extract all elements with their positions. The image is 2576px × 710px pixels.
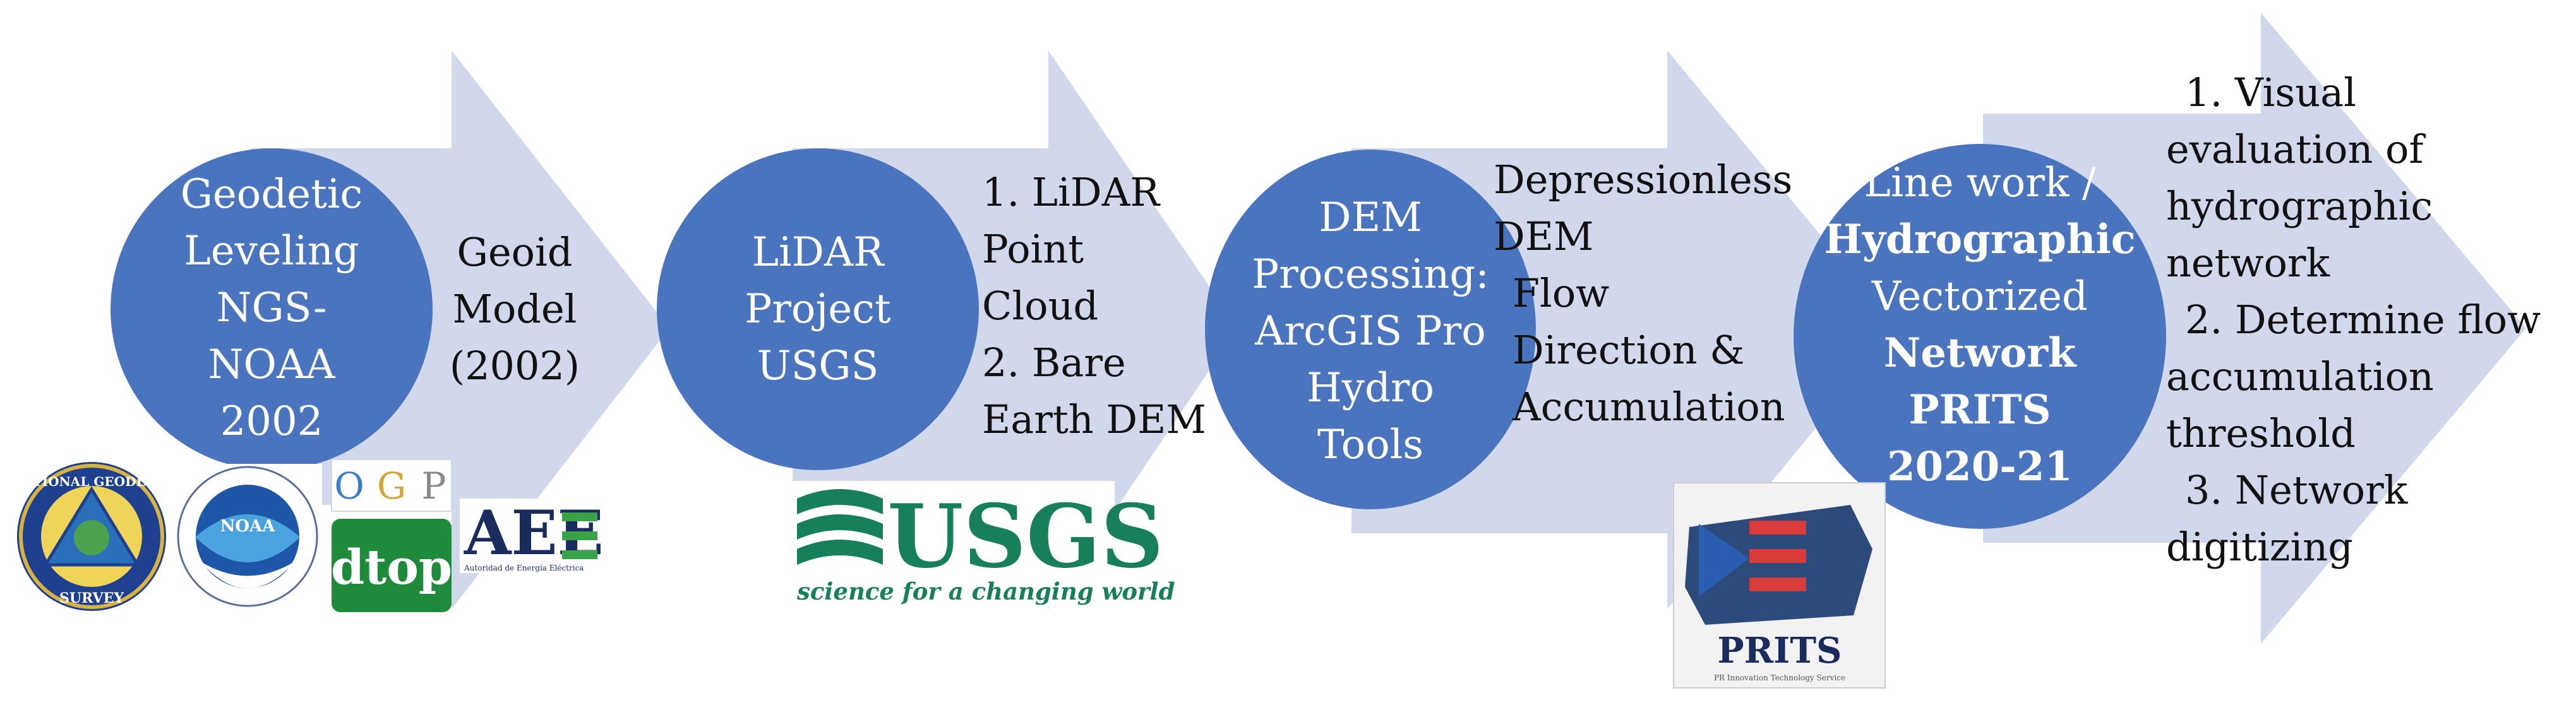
output4-line: network (2166, 240, 2330, 286)
circle1-line: Leveling (184, 228, 359, 275)
circle-geodetic-leveling-label: Geodetic Leveling NGS- NOAA 2002 (145, 166, 398, 450)
circle-dem-processing (1205, 150, 1536, 509)
circle4-line: PRITS (1908, 386, 2051, 434)
output4-line: 1. Visual (2185, 69, 2356, 115)
ogp-logo: O G P (331, 459, 452, 512)
output2-line: Cloud (982, 283, 1099, 329)
circle3-line: ArcGIS Pro (1255, 308, 1486, 355)
circle3-line: Processing: (1252, 251, 1489, 298)
arrow-4 (1983, 13, 2526, 644)
ngs-logo-survey-text: SURVEY (59, 590, 124, 606)
noaa-logo: NOAA (174, 464, 322, 612)
dtop-logo: dtop (331, 519, 452, 612)
output1-line: (2002) (449, 343, 580, 389)
output3-line: DEM (1494, 213, 1594, 259)
circle4-line: Vectorized (1872, 273, 2088, 320)
circle2-line: USGS (757, 343, 879, 389)
circle3-line: Hydro (1306, 365, 1435, 411)
usgs-logo: USGS science for a changing world (789, 481, 1175, 607)
arrow-3 (1351, 50, 1898, 609)
circle-geodetic-leveling (111, 148, 433, 470)
aee-logo-caption: Autoridad de Energía Eléctrica (464, 564, 584, 572)
circle-dem-processing-label: DEM Processing: ArcGIS Pro Hydro Tools (1216, 189, 1525, 473)
circle1-line: 2002 (220, 398, 323, 445)
output2-line: 1. LiDAR (982, 169, 1160, 215)
output3-line: Depressionless (1494, 157, 1793, 203)
ogp-g: G (377, 464, 406, 507)
output4-line: accumulation (2166, 353, 2434, 399)
circle3-line: Tools (1317, 422, 1424, 468)
output2-line: Point (982, 226, 1084, 272)
output3-line: Flow (1513, 270, 1610, 316)
output2-line: Earth DEM (982, 396, 1206, 442)
circle1-line: NOAA (208, 341, 335, 388)
output4-line: 3. Network (2185, 467, 2408, 513)
circle-lidar-project-label: LiDAR Project USGS (701, 224, 935, 394)
circle4-line: Network (1883, 329, 2076, 377)
circle4-line: 2020-21 (1887, 443, 2073, 490)
circle4-line: Hydrographic (1824, 216, 2136, 263)
output4-line: digitizing (2166, 524, 2353, 570)
circle-lidar-project (657, 148, 979, 470)
ogp-o: O (334, 464, 364, 507)
output1-line: Geoid (457, 229, 573, 275)
output4-line: evaluation of (2166, 126, 2424, 172)
prits-logo-caption: PR Innovation Technology Service (1714, 673, 1845, 682)
ngs-logo: NATIONAL GEODETIC SURVEY (12, 462, 171, 611)
aee-logo: AEE Autoridad de Energía Eléctrica (460, 497, 604, 573)
output3-line: Accumulation (1513, 384, 1785, 430)
output1-line: Model (452, 286, 577, 332)
prits-logo: PRITS PR Innovation Technology Service (1673, 482, 1886, 689)
circle2-line: Project (745, 286, 891, 333)
output4-line: threshold (2166, 410, 2356, 456)
circle-hydrographic-network (1794, 144, 2166, 529)
circle4-line: Line work / (1864, 160, 2096, 206)
output2-line: 2. Bare (982, 340, 1126, 386)
output3-line: Direction & (1513, 327, 1745, 373)
noaa-logo-text: NOAA (220, 517, 276, 536)
geoid-model-output: Geoid Model (2002) (436, 224, 594, 394)
circle1-line: Geodetic (180, 171, 363, 218)
usgs-logo-tagline: science for a changing world (796, 577, 1175, 605)
ngs-logo-text: NATIONAL GEODETIC (12, 474, 171, 489)
prits-logo-text: PRITS (1718, 630, 1842, 672)
usgs-logo-text: USGS (887, 485, 1164, 588)
circle-hydrographic-network-label: Line work / Hydrographic Vectorized Netw… (1803, 155, 2157, 495)
circle2-line: LiDAR (752, 229, 884, 276)
circle1-line: NGS- (216, 285, 327, 331)
network-steps-output: 1. Visual evaluation of hydrographic net… (2166, 64, 2541, 576)
lidar-outputs: 1. LiDAR Point Cloud 2. Bare Earth DEM (982, 164, 1206, 448)
output4-line: hydrographic (2166, 183, 2433, 229)
circle3-line: DEM (1319, 194, 1422, 241)
output4-line: 2. Determine flow (2185, 297, 2541, 343)
ogp-p: P (421, 464, 446, 507)
dtop-logo-text: dtop (331, 539, 452, 595)
dem-processing-outputs: Depressionless DEM Flow Direction & Accu… (1494, 151, 1792, 435)
